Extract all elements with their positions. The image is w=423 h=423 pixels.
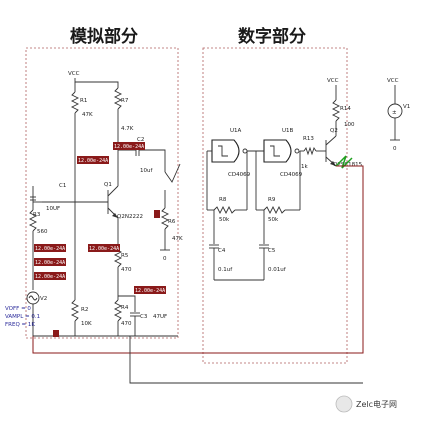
- supply-vcc-label: VCC: [387, 78, 399, 84]
- q2-emitter-arrow: [330, 161, 336, 166]
- digital-vcc-label: VCC: [327, 78, 339, 84]
- u1b-gate: [263, 139, 292, 163]
- probe-value-5: 12.00e-24A: [35, 274, 65, 280]
- u1b-label: U1B: [282, 128, 294, 134]
- r4-resistor: [113, 299, 123, 322]
- probe-box-2: [113, 142, 145, 150]
- output-connection-line: [129, 336, 363, 384]
- r1-label: R1: [80, 98, 87, 104]
- probe-value-6: 12.00e-24A: [89, 246, 119, 252]
- probe-value-4: 12.00e-24A: [35, 260, 65, 266]
- u1a-part: CD4069: [228, 172, 251, 178]
- r8-resistor: [213, 205, 236, 215]
- v1-label: V1: [403, 104, 410, 110]
- probe-box-4: [34, 258, 66, 266]
- r6-ground-label: 0: [163, 256, 167, 262]
- watermark-text: Zelc电子网: [356, 399, 397, 409]
- marker-ground: [53, 330, 59, 337]
- r13-resistor: [303, 146, 317, 156]
- c1-value: 10UF: [46, 206, 60, 212]
- c5-value: 0.01uf: [268, 267, 287, 273]
- r4-label: R4: [121, 305, 129, 311]
- digital-section-title: 数字部分: [238, 26, 306, 47]
- output-probe-marker: [164, 163, 181, 183]
- marker-r6: [154, 210, 160, 218]
- r2-value: 10K: [81, 321, 92, 327]
- sine-icon: [28, 295, 38, 301]
- q1-part: Q2N2222: [117, 214, 143, 220]
- v2-param-vampl: VAMPL = 0.1: [5, 314, 40, 320]
- probe-box-1: [77, 156, 109, 164]
- r2-label: R2: [81, 307, 88, 313]
- c1-label: C1: [59, 183, 66, 189]
- r14-label: R14: [340, 106, 351, 112]
- q2-part: Q2SC1815: [333, 162, 363, 168]
- c3-label: C3: [140, 314, 148, 320]
- r5-label: R5: [121, 253, 129, 259]
- analog-vcc-rail: [74, 78, 119, 88]
- probe-box-3: [34, 244, 66, 252]
- r13-value: 1k: [301, 164, 308, 170]
- q2-label: Q2: [330, 128, 338, 134]
- v1-polarity-icon: ±: [392, 110, 397, 116]
- probe-value-1: 12.00e-24A: [78, 158, 108, 164]
- r6-resistor: [160, 207, 170, 230]
- r9-value: 50k: [268, 217, 279, 223]
- u1a-bubble: [242, 148, 248, 154]
- digital-section-box: [202, 47, 348, 364]
- analog-vcc-label: VCC: [68, 71, 80, 77]
- probe-value-3: 12.00e-24A: [35, 246, 65, 252]
- probe-box-5: [34, 272, 66, 280]
- c4-value: 0.1uf: [218, 267, 233, 273]
- r7-value: 4.7K: [121, 126, 134, 132]
- v1-ground-label: 0: [393, 146, 397, 152]
- r9-label: R9: [268, 197, 276, 203]
- r3-label: R3: [33, 212, 41, 218]
- r8-value: 50k: [219, 217, 230, 223]
- u1b-bubble: [294, 148, 300, 154]
- r3-resistor: [28, 209, 38, 232]
- v2-param-freq: FREQ = 1K: [5, 322, 35, 328]
- r9-resistor: [263, 205, 286, 215]
- r7-resistor: [113, 87, 123, 110]
- u1a-gate: [211, 139, 240, 163]
- q1-emitter-arrow: [112, 213, 118, 218]
- r1-value: 47K: [82, 112, 93, 118]
- v2-param-voff: VOFF = 0: [5, 306, 31, 312]
- r14-value: 100: [344, 122, 355, 128]
- analog-section-title: 模拟部分: [70, 26, 138, 47]
- probe-value-7: 12.00e-24A: [135, 288, 165, 294]
- r13-label: R13: [303, 136, 314, 142]
- r4-value: 470: [121, 321, 132, 327]
- c5-label: C5: [268, 248, 276, 254]
- r8-label: R8: [219, 197, 227, 203]
- green-probe-icon: [335, 155, 353, 169]
- r5-value: 470: [121, 267, 132, 273]
- watermark-logo-icon: [335, 395, 353, 413]
- probe-box-6: [88, 244, 120, 252]
- r14-resistor: [331, 99, 341, 122]
- c4-label: C4: [218, 248, 226, 254]
- v2-label: V2: [40, 296, 47, 302]
- probe-box-7: [134, 286, 166, 294]
- c2-label: C2: [137, 137, 144, 143]
- probe-value-2: 12.00e-24A: [114, 144, 144, 150]
- ground-bus-red: [32, 165, 364, 354]
- r6-label: R6: [168, 219, 176, 225]
- r6-value: 47K: [172, 236, 183, 242]
- r2-resistor: [70, 299, 80, 322]
- u1b-part: CD4069: [280, 172, 303, 178]
- r3-value: 560: [37, 229, 48, 235]
- c2-value: 10uf: [140, 168, 153, 174]
- q1-label: Q1: [104, 182, 112, 188]
- analog-section-box: [25, 47, 179, 339]
- r1-resistor: [70, 91, 80, 114]
- c3-value: 47UF: [153, 314, 167, 320]
- r7-label: R7: [121, 98, 129, 104]
- u1a-label: U1A: [230, 128, 242, 134]
